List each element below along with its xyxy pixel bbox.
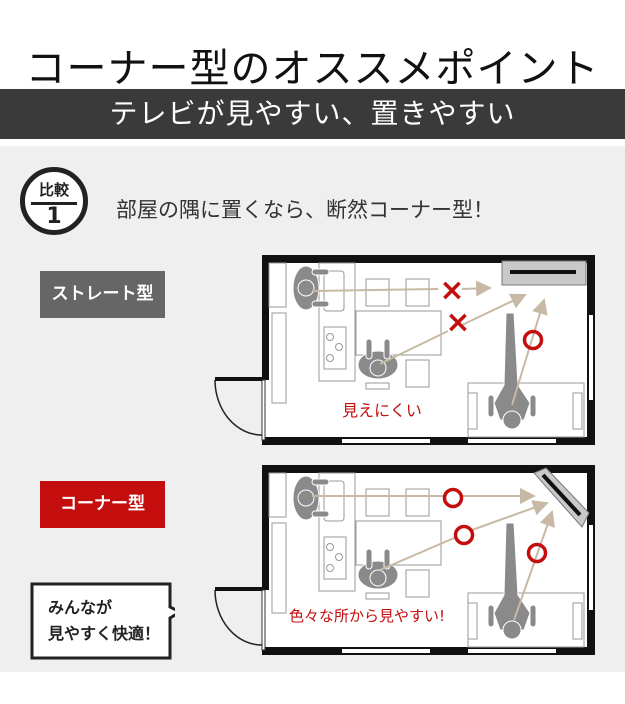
visible-mark-1 bbox=[522, 329, 544, 351]
not-visible-mark-1: × bbox=[439, 273, 464, 308]
badge-label: 比較 bbox=[38, 181, 69, 199]
visible-mark-1 bbox=[442, 487, 464, 509]
badge-divider bbox=[31, 202, 77, 205]
not-visible-mark-2: × bbox=[445, 305, 470, 340]
visible-mark-3 bbox=[526, 542, 548, 564]
speech-bubble-text: みんなが 見やすく快適！ bbox=[48, 595, 160, 647]
straight-floor-plan: × × 見えにくい bbox=[214, 254, 596, 446]
comparison-badge: 比較 1 bbox=[20, 167, 88, 235]
corner-caption: 色々な所から見やすい! bbox=[289, 607, 445, 625]
page-title: コーナー型のオススメポイント bbox=[25, 46, 600, 92]
bubble-line-1: みんなが bbox=[48, 598, 113, 617]
straight-tv bbox=[501, 260, 587, 286]
corner-floor-plan: 色々な所から見やすい! bbox=[214, 464, 596, 656]
corner-type-label: コーナー型 bbox=[40, 481, 165, 528]
straight-sightlines bbox=[311, 280, 548, 406]
speech-bubble bbox=[30, 582, 175, 660]
subtitle-banner: テレビが見やすい、置きやすい bbox=[0, 89, 625, 139]
badge-number: 1 bbox=[46, 204, 62, 229]
straight-type-label: ストレート型 bbox=[40, 271, 165, 318]
bubble-line-2: 見やすく快適！ bbox=[48, 624, 161, 643]
visible-mark-2 bbox=[453, 524, 475, 546]
comparison-headline: 部屋の隅に置くなら、断然コーナー型！ bbox=[116, 198, 494, 222]
straight-caption: 見えにくい bbox=[342, 401, 422, 420]
corner-tv bbox=[533, 467, 590, 528]
corner-sightlines bbox=[312, 488, 555, 621]
